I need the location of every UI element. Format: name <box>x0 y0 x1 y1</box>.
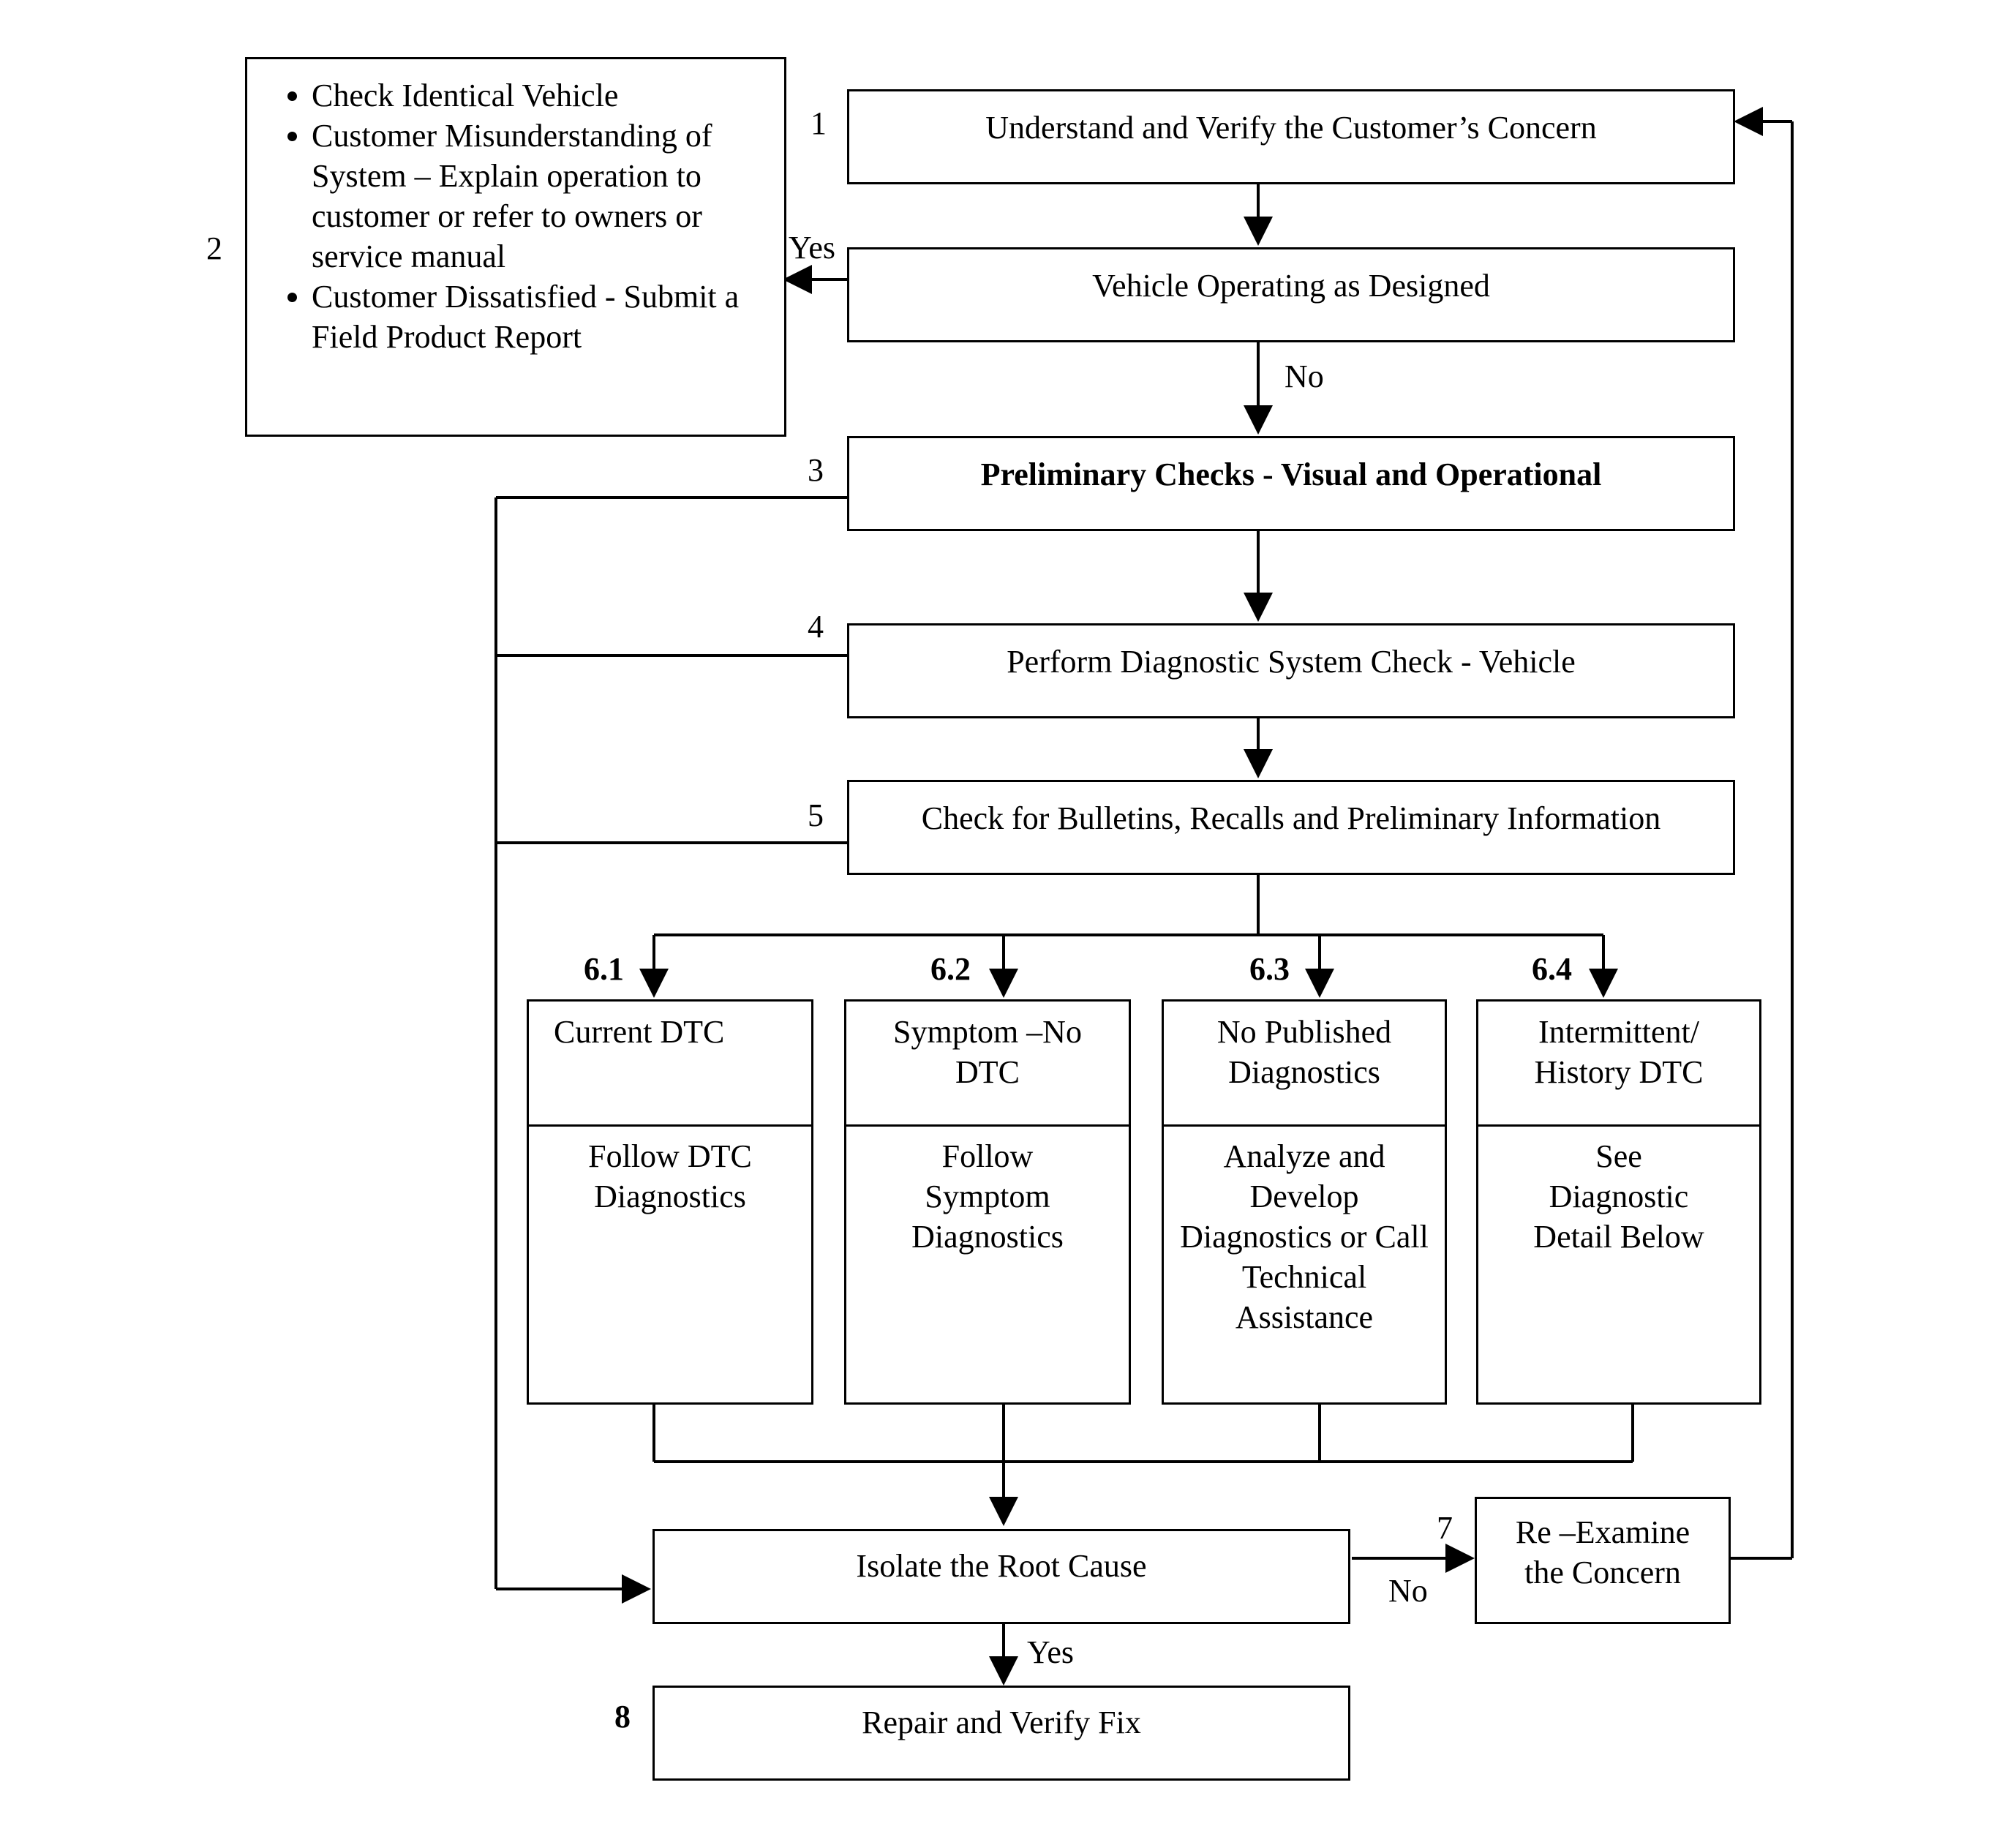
step-6-3-title: No Published Diagnostics <box>1216 1014 1392 1090</box>
step-number-7: 7 <box>1437 1510 1453 1546</box>
step-4-label: Perform Diagnostic System Check - Vehicl… <box>1007 644 1576 680</box>
step-2-box: Check Identical Vehicle Customer Misunde… <box>245 57 786 437</box>
step-number-6-3: 6.3 <box>1249 951 1290 987</box>
isolate-root-cause-label: Isolate the Root Cause <box>856 1548 1147 1584</box>
step-number-6-2: 6.2 <box>930 951 971 987</box>
edge-label-no-to-7: No <box>1388 1573 1428 1609</box>
step-6-2-title: Symptom –No DTC <box>893 1014 1082 1090</box>
step-6-4-divider <box>1478 1124 1759 1127</box>
vehicle-operating-box: Vehicle Operating as Designed <box>847 247 1735 342</box>
step-7-box: Re –Examine the Concern <box>1475 1497 1731 1624</box>
isolate-root-cause-box: Isolate the Root Cause <box>652 1529 1350 1624</box>
step-number-6-4: 6.4 <box>1532 951 1572 987</box>
edge-label-no-to-3: No <box>1285 358 1324 394</box>
step-6-1-body: Follow DTC Diagnostics <box>588 1138 752 1214</box>
step-1-box: Understand and Verify the Customer’s Con… <box>847 89 1735 184</box>
edge-label-yes-to-8: Yes <box>1027 1634 1075 1670</box>
step-5-box: Check for Bulletins, Recalls and Prelimi… <box>847 780 1735 875</box>
vehicle-operating-label: Vehicle Operating as Designed <box>1092 268 1490 304</box>
step-6-2-box: Symptom –No DTC Follow Symptom Diagnosti… <box>844 999 1131 1405</box>
step-8-label: Repair and Verify Fix <box>862 1705 1141 1740</box>
edge-label-yes-to-2: Yes <box>789 230 836 266</box>
step-3-box: Preliminary Checks - Visual and Operatio… <box>847 436 1735 531</box>
step-6-1-divider <box>529 1124 811 1127</box>
step-number-5: 5 <box>808 797 824 833</box>
step-number-2: 2 <box>206 230 222 266</box>
step-5-label: Check for Bulletins, Recalls and Prelimi… <box>921 800 1661 836</box>
step-number-1: 1 <box>810 105 827 141</box>
step-6-4-body: See Diagnostic Detail Below <box>1533 1138 1704 1255</box>
step-6-3-divider <box>1164 1124 1445 1127</box>
step-number-8: 8 <box>614 1699 631 1735</box>
step-6-3-box: No Published Diagnostics Analyze and Dev… <box>1162 999 1447 1405</box>
step-2-bullet-list: Check Identical Vehicle Customer Misunde… <box>247 75 784 357</box>
step-number-4: 4 <box>808 609 824 645</box>
step-7-label: Re –Examine the Concern <box>1515 1514 1690 1590</box>
step-8-box: Repair and Verify Fix <box>652 1686 1350 1781</box>
step-number-6-1: 6.1 <box>584 951 624 987</box>
step-6-3-body: Analyze and Develop Diagnostics or Call … <box>1180 1138 1429 1335</box>
step-6-1-title: Current DTC <box>554 1014 725 1050</box>
step-4-box: Perform Diagnostic System Check - Vehicl… <box>847 623 1735 718</box>
step-2-bullet: Customer Dissatisfied - Submit a Field P… <box>312 277 784 357</box>
step-6-4-box: Intermittent/ History DTC See Diagnostic… <box>1476 999 1761 1405</box>
step-3-label: Preliminary Checks - Visual and Operatio… <box>980 456 1602 492</box>
step-2-bullet: Customer Misunderstanding of System – Ex… <box>312 116 784 277</box>
step-6-4-title: Intermittent/ History DTC <box>1534 1014 1704 1090</box>
step-2-bullet: Check Identical Vehicle <box>312 75 784 116</box>
step-number-3: 3 <box>808 452 824 488</box>
step-1-label: Understand and Verify the Customer’s Con… <box>985 110 1597 146</box>
step-6-1-box: Current DTC Follow DTC Diagnostics <box>527 999 813 1405</box>
step-6-2-divider <box>846 1124 1129 1127</box>
step-6-2-body: Follow Symptom Diagnostics <box>911 1138 1064 1255</box>
